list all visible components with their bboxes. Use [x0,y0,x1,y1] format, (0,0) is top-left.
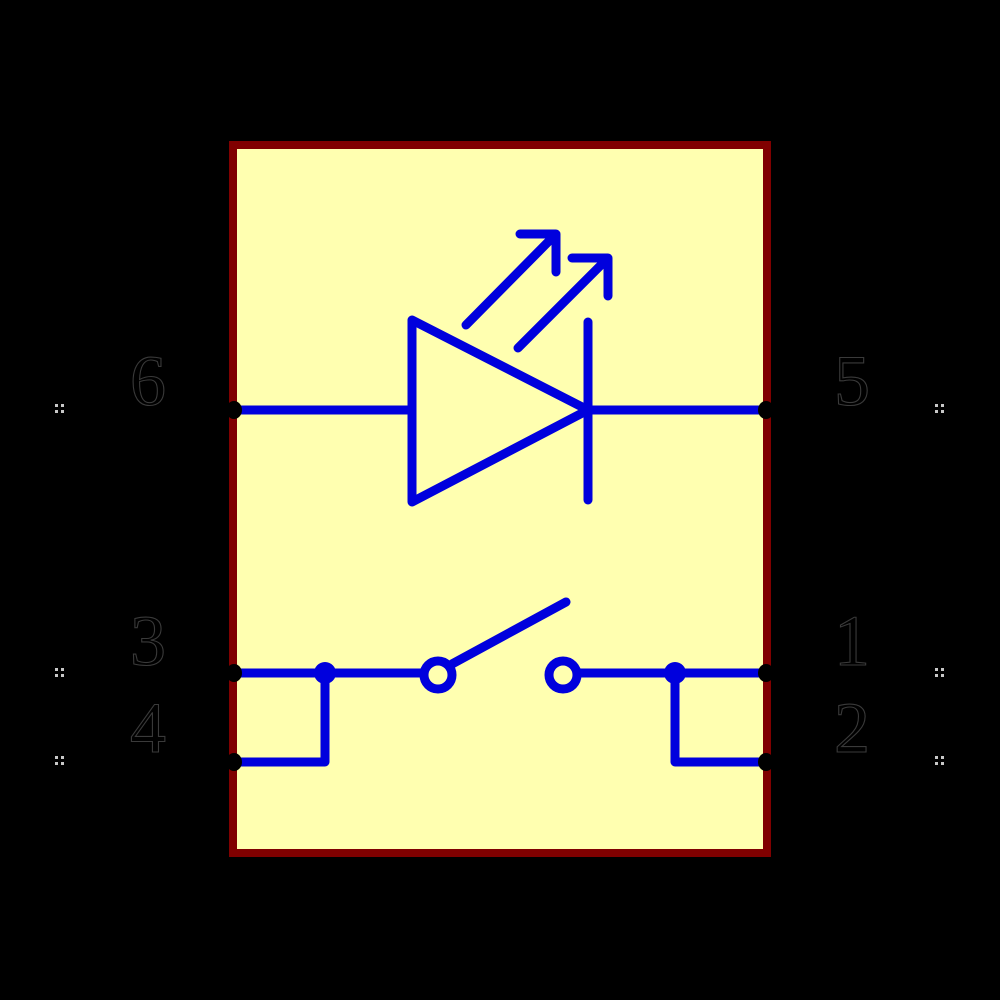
led-emitter-group [228,229,772,507]
led-emission-arrow-2-shaft [513,257,609,353]
switch-right-drop-wire [670,668,772,767]
led-emission-arrow-2-head [567,253,613,301]
pin-anchor-marker-6 [55,404,64,413]
pin-nub-5 [758,401,774,419]
switch-left-drop-wire [228,668,330,767]
pin-nub-4 [226,753,242,771]
pin-nub-6 [226,401,242,419]
pin-anchor-marker-3 [55,668,64,677]
led-emission-arrow-1-head [515,229,561,277]
junction-dot-right [664,662,686,684]
pin-nub-3 [226,664,242,682]
pin-label-3: 3 [130,601,166,681]
pin-label-1: 1 [834,601,870,681]
pin-anchor-marker-1 [935,668,944,677]
pin-nub-2 [758,753,774,771]
pin-anchor-marker-2 [935,756,944,765]
switch-blade [447,597,571,669]
component-body-rect [229,141,771,857]
junction-dot-left [314,662,336,684]
pin-label-6: 6 [130,341,166,421]
pin-anchor-marker-4 [55,756,64,765]
switch-right-terminal-circle [544,656,582,694]
output-switch-group [228,597,772,767]
pin-anchor-marker-5 [935,404,944,413]
led-triangle [407,315,593,507]
pin-nub-1 [758,664,774,682]
led-emission-arrow-1-shaft [461,233,557,330]
pin-label-5: 5 [834,341,870,421]
pin-label-2: 2 [834,688,870,768]
switch-left-terminal-circle [419,656,457,694]
pin-anchor-markers [55,404,944,765]
pin-label-4: 4 [130,688,166,768]
pin-connection-nubs [226,401,774,771]
